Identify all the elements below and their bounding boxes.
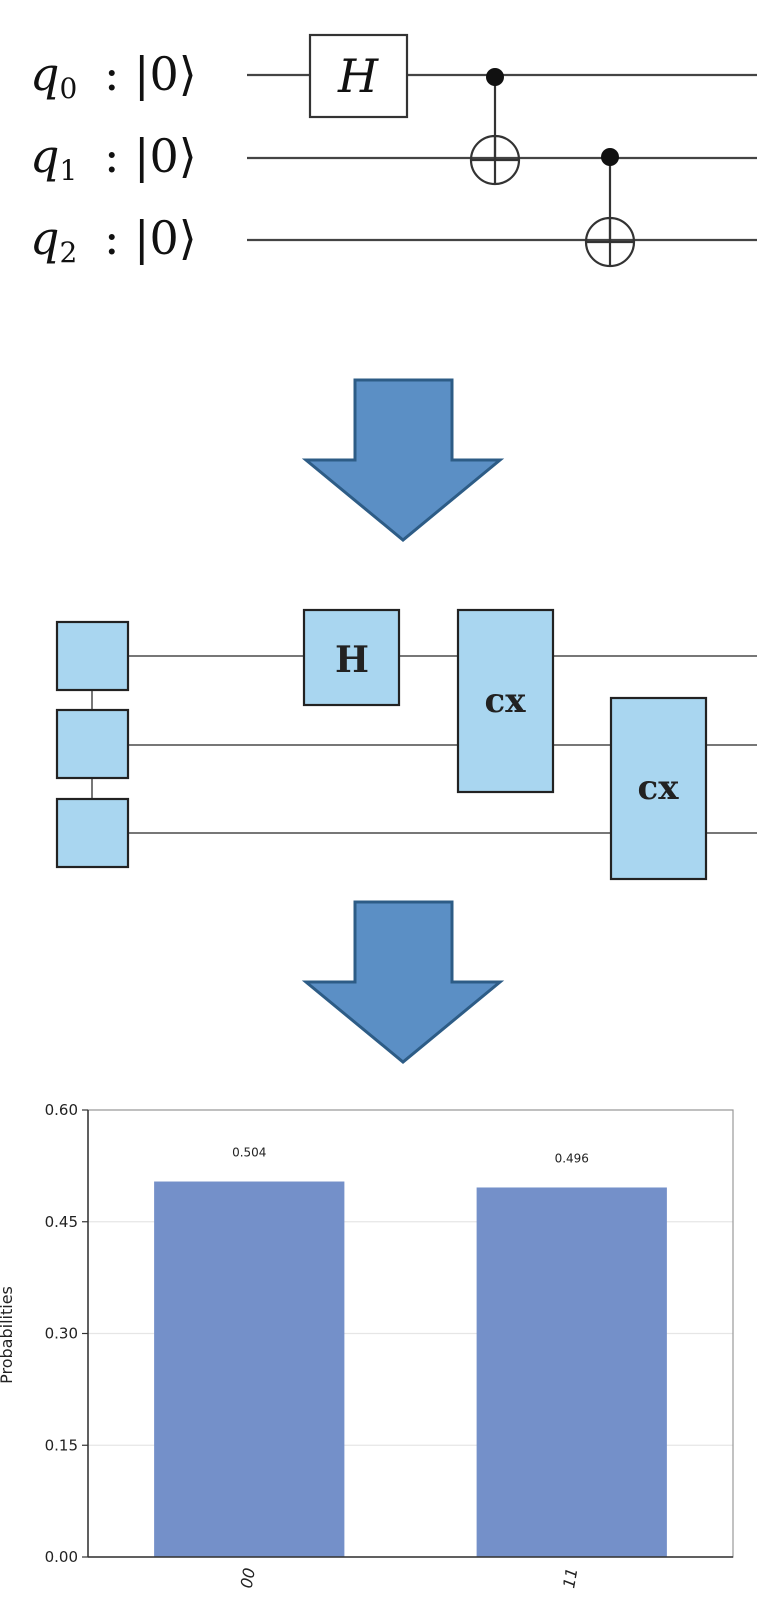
cx-block-1: cx [456, 608, 555, 794]
separator: : [104, 211, 120, 265]
qubit-label-q0: q0 : |0⟩ [30, 47, 197, 105]
qubit-index: 0 [59, 72, 77, 105]
bar-00 [154, 1181, 345, 1557]
cnot-gate-2 [584, 148, 636, 268]
down-arrow-icon [301, 900, 505, 1064]
qubit-index: 1 [59, 154, 77, 187]
qubit-box-2 [55, 797, 130, 869]
y-axis-label: Probabilities [0, 1286, 16, 1384]
chart-x-labels: 00 11 [237, 1566, 582, 1589]
qubit-label-q2: q2 : |0⟩ [30, 211, 197, 269]
y-tick-label: 0.30 [45, 1325, 78, 1343]
cx-block-1-label: cx [485, 681, 527, 721]
qubit-name: q [30, 47, 59, 101]
qubit-box-0 [55, 620, 130, 692]
qubit-state: |0⟩ [134, 211, 197, 265]
h-gate: H [308, 33, 409, 119]
separator: : [104, 47, 120, 101]
chart-bars [154, 1181, 667, 1557]
svg-text:q2: q2 [30, 211, 77, 269]
cx-block-2-label: cx [638, 768, 680, 808]
x-tick-label: 11 [559, 1566, 581, 1589]
separator: : [104, 129, 120, 183]
bar-data-label: 0.504 [232, 1146, 266, 1160]
chart-data-labels: 0.504 0.496 [232, 1146, 589, 1166]
qubit-state: |0⟩ [134, 47, 197, 101]
qubit-label-q1: q1 : |0⟩ [30, 129, 197, 187]
down-arrow-icon [301, 378, 505, 542]
qubit-box-1 [55, 708, 130, 780]
qubit-name: q [30, 211, 59, 265]
qubit-state: |0⟩ [134, 129, 197, 183]
block-circuit-diagram: H cx cx [55, 608, 757, 881]
qubit-name: q [30, 129, 59, 183]
svg-text:q0: q0 [30, 47, 77, 105]
y-tick-label: 0.45 [45, 1213, 78, 1231]
qubit-index: 2 [59, 236, 77, 269]
control-dot [486, 68, 504, 86]
bar-data-label: 0.496 [555, 1151, 589, 1165]
y-tick-label: 0.00 [45, 1548, 78, 1566]
h-block-label: H [335, 639, 369, 681]
bar-11 [476, 1187, 667, 1557]
y-tick-label: 0.60 [45, 1101, 78, 1119]
svg-text:q1: q1 [30, 129, 77, 187]
control-dot [601, 148, 619, 166]
h-block: H [302, 608, 401, 707]
cx-block-2: cx [609, 696, 708, 881]
cnot-gate-1 [469, 68, 521, 186]
chart-y-ticks: 0.00 0.15 0.30 0.45 0.60 [45, 1101, 88, 1566]
y-tick-label: 0.15 [45, 1436, 78, 1454]
h-gate-label: H [337, 49, 379, 103]
x-tick-label: 00 [237, 1566, 259, 1589]
circuit-diagram: q0 : |0⟩ q1 : |0⟩ q2 : |0⟩ H [30, 33, 757, 269]
probability-histogram: 0.00 0.15 0.30 0.45 0.60 0.504 0.496 00 11 Pro… [0, 1101, 734, 1590]
